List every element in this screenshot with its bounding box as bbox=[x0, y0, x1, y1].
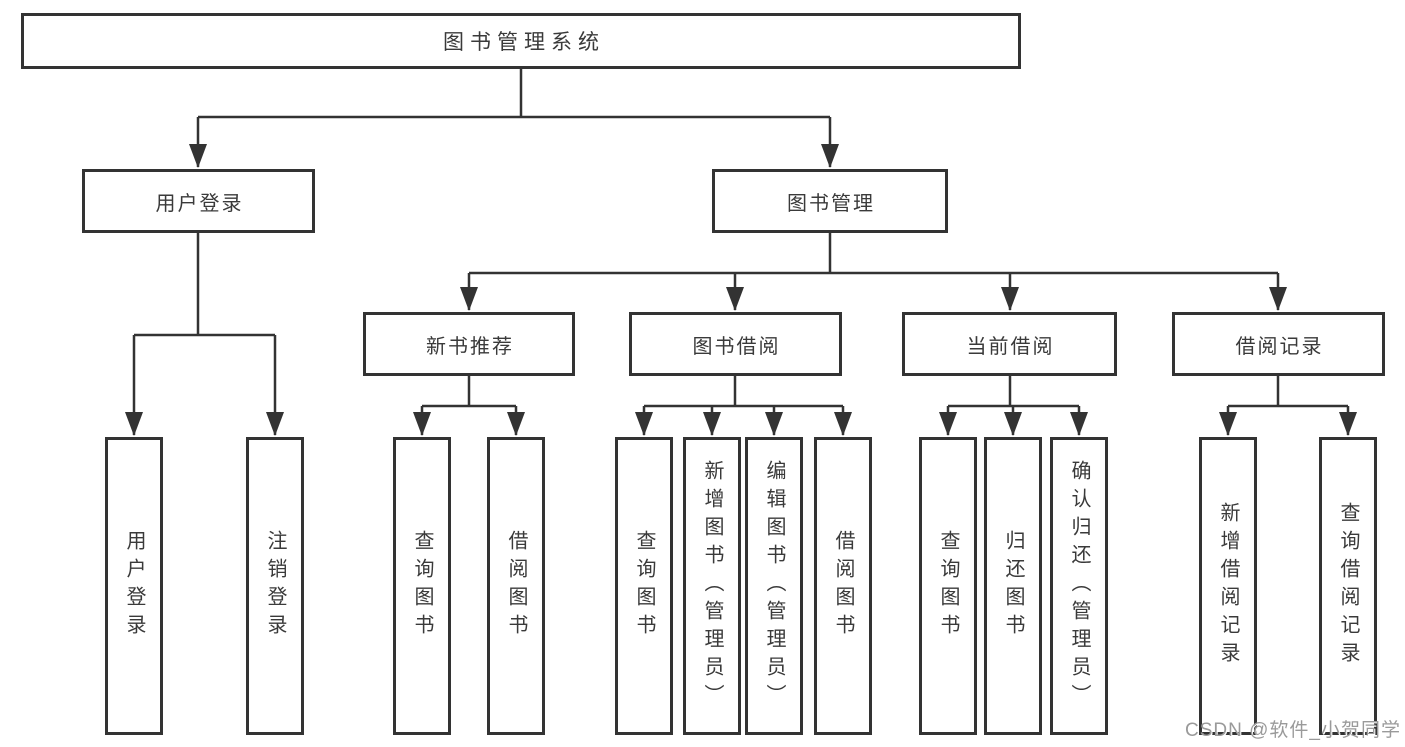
node-book-management-label: 图书管理 bbox=[787, 192, 875, 215]
node-book-borrowing: 图书借阅 bbox=[629, 312, 842, 376]
leaf-borrow-books-borrowing-label: 借阅图书 bbox=[832, 530, 854, 642]
node-root-label: 图书管理系统 bbox=[443, 31, 605, 54]
leaf-query-borrow-record: 查询借阅记录 bbox=[1319, 437, 1377, 735]
leaf-add-book-admin-label: 新增图书（管理员） bbox=[701, 460, 723, 712]
csdn-watermark: CSDN @软件_小贺同学 bbox=[1185, 720, 1401, 741]
leaf-add-book-admin: 新增图书（管理员） bbox=[683, 437, 741, 735]
leaf-add-borrow-record: 新增借阅记录 bbox=[1199, 437, 1257, 735]
node-new-book-recommend: 新书推荐 bbox=[363, 312, 575, 376]
node-current-borrowing-label: 当前借阅 bbox=[966, 335, 1055, 358]
node-user-login: 用户登录 bbox=[82, 169, 315, 233]
node-user-login-label: 用户登录 bbox=[155, 192, 244, 215]
node-book-management: 图书管理 bbox=[712, 169, 948, 233]
leaf-borrow-books-borrowing: 借阅图书 bbox=[814, 437, 872, 735]
leaf-borrow-books-recommend-label: 借阅图书 bbox=[505, 530, 527, 642]
node-new-book-recommend-label: 新书推荐 bbox=[426, 335, 514, 358]
node-root-library-system: 图书管理系统 bbox=[21, 13, 1021, 69]
node-book-borrowing-label: 图书借阅 bbox=[692, 335, 781, 358]
leaf-query-books-borrowing: 查询图书 bbox=[615, 437, 673, 735]
leaf-return-books: 归还图书 bbox=[984, 437, 1042, 735]
leaf-query-borrow-record-label: 查询借阅记录 bbox=[1337, 502, 1359, 670]
leaf-query-books-current-label: 查询图书 bbox=[937, 530, 959, 642]
leaf-query-books-recommend-label: 查询图书 bbox=[411, 530, 433, 642]
node-current-borrowing: 当前借阅 bbox=[902, 312, 1117, 376]
leaf-return-books-label: 归还图书 bbox=[1002, 530, 1024, 642]
leaf-confirm-return-admin: 确认归还（管理员） bbox=[1050, 437, 1108, 735]
leaf-logout: 注销登录 bbox=[246, 437, 304, 735]
leaf-add-borrow-record-label: 新增借阅记录 bbox=[1217, 502, 1239, 670]
leaf-confirm-return-admin-label: 确认归还（管理员） bbox=[1068, 460, 1090, 712]
leaf-edit-book-admin: 编辑图书（管理员） bbox=[745, 437, 803, 735]
leaf-borrow-books-recommend: 借阅图书 bbox=[487, 437, 545, 735]
leaf-query-books-current: 查询图书 bbox=[919, 437, 977, 735]
leaf-user-login-label: 用户登录 bbox=[123, 530, 145, 642]
node-borrowing-records-label: 借阅记录 bbox=[1235, 335, 1324, 358]
leaf-query-books-recommend: 查询图书 bbox=[393, 437, 451, 735]
leaf-edit-book-admin-label: 编辑图书（管理员） bbox=[763, 460, 785, 712]
leaf-query-books-borrowing-label: 查询图书 bbox=[633, 530, 655, 642]
leaf-logout-label: 注销登录 bbox=[264, 530, 286, 642]
leaf-user-login: 用户登录 bbox=[105, 437, 163, 735]
node-borrowing-records: 借阅记录 bbox=[1172, 312, 1385, 376]
